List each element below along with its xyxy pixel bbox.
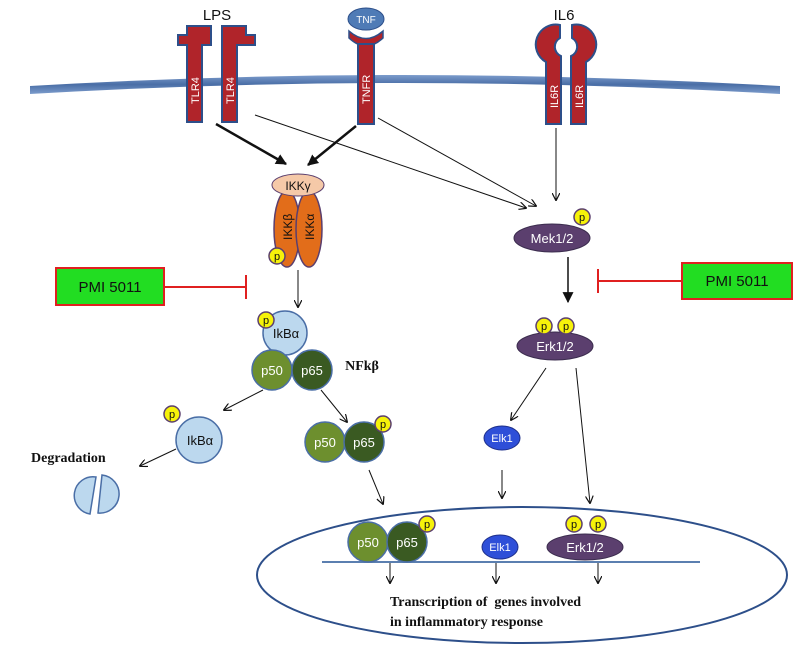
dimer-p50-label: p50 [314, 435, 336, 450]
arrow-tlr4-to-ikk [215, 122, 287, 166]
transcription-line1: Transcription of genes involved [390, 595, 581, 610]
erk-label: Erk1/2 [536, 339, 574, 354]
arrow-nfkb-to-ikba-free [224, 389, 264, 410]
dimer-p65-label: p65 [353, 435, 375, 450]
tnfr-receptor: TNFR [348, 29, 384, 125]
cell-membrane [30, 75, 780, 94]
arrow-erk-to-elk [511, 367, 547, 420]
transcription-line2: in inflammatory response [390, 615, 543, 630]
nucleus-dimer-phospho-label: p [424, 519, 430, 531]
tnf-ligand: TNF [347, 7, 385, 31]
arrow-nfkb-to-dimer [320, 389, 347, 422]
nucleus-erk-phospho-2-label: p [595, 519, 601, 531]
degradation-label: Degradation [31, 451, 106, 466]
ikba-label: IkBα [273, 326, 300, 341]
arrow-tnfr-to-mek [377, 117, 536, 206]
nfkb-label: NFkβ [345, 359, 379, 374]
degraded-ikba-fragments [73, 474, 120, 515]
nucleus-p65-label: p65 [396, 535, 418, 550]
arrow-ikba-to-degradation [140, 448, 177, 466]
il6r-receptor-right: IL6R [570, 23, 598, 125]
ikba-phospho-label: p [263, 315, 269, 327]
lps-label: LPS [203, 7, 231, 24]
mek-label: Mek1/2 [531, 231, 574, 246]
pmi5011-left-label: PMI 5011 [78, 279, 141, 296]
arrow-tnfr-to-ikk [307, 125, 357, 166]
ikba-phospho [257, 311, 275, 329]
nucleus-elk1-label: Elk1 [489, 542, 510, 554]
il6r-left-label: IL6R [549, 85, 561, 108]
tlr4-receptor-right: TLR4 [221, 25, 256, 123]
p65-label: p65 [301, 363, 323, 378]
ikk-complex: IKKβ IKKα IKKγ p [268, 173, 325, 268]
pmi5011-inhibitor-left: PMI 5011 [55, 267, 247, 306]
mek-protein: Mek1/2 p [513, 208, 591, 253]
tnfr-label: TNFR [361, 75, 373, 104]
nucleus-erk-phospho-1-label: p [571, 519, 577, 531]
il6-label: IL6 [554, 7, 575, 24]
ikba-released: IkBα p [163, 405, 223, 464]
nucleus-nfkb-dimer: p50 p65 p [347, 515, 436, 563]
arrow-dimer-to-nucleus [368, 469, 383, 504]
ikk-gamma [271, 173, 325, 197]
pmi5011-inhibitor-right: PMI 5011 [597, 262, 793, 300]
erk-phospho-1-label: p [541, 321, 547, 333]
il6r-receptor-left: IL6R [534, 23, 562, 125]
nucleus-erk-label: Erk1/2 [566, 540, 604, 555]
erk-protein: Erk1/2 p p [516, 317, 594, 361]
ikk-alpha-label: IKKα [303, 214, 317, 240]
nfkb-dimer-free: p50 p65 p [304, 415, 392, 463]
p50-label: p50 [261, 363, 283, 378]
tnf-label: TNF [356, 15, 375, 26]
arrow-tlr4-to-mek [254, 114, 526, 208]
ikk-phospho-label: p [274, 251, 280, 263]
ikk-phospho [268, 247, 286, 265]
il6r-right-label: IL6R [574, 85, 586, 108]
arrow-erk-to-nucleus [575, 367, 590, 503]
dimer-phospho-label: p [380, 419, 386, 431]
mek-phospho-label: p [579, 212, 585, 224]
elk1-protein: Elk1 [483, 425, 521, 451]
nucleus-p50-label: p50 [357, 535, 379, 550]
nucleus-erk: Erk1/2 p p [546, 515, 624, 561]
nucleus-elk1: Elk1 [481, 534, 519, 560]
elk1-label: Elk1 [491, 433, 512, 445]
tlr4-right-label: TLR4 [225, 77, 237, 104]
erk-phospho-2-label: p [563, 321, 569, 333]
ikk-gamma-label: IKKγ [285, 179, 310, 193]
tlr4-left-label: TLR4 [190, 77, 202, 104]
ikba-released-label: IkBα [187, 433, 214, 448]
tlr4-receptor-left: TLR4 [177, 25, 212, 123]
p65-protein [291, 349, 333, 391]
ikba-released-phospho-label: p [169, 409, 175, 421]
pmi5011-right-label: PMI 5011 [705, 273, 768, 290]
ikk-beta-label: IKKβ [281, 214, 295, 240]
nfkb-complex: IkBα p p50 p65 [251, 310, 333, 391]
